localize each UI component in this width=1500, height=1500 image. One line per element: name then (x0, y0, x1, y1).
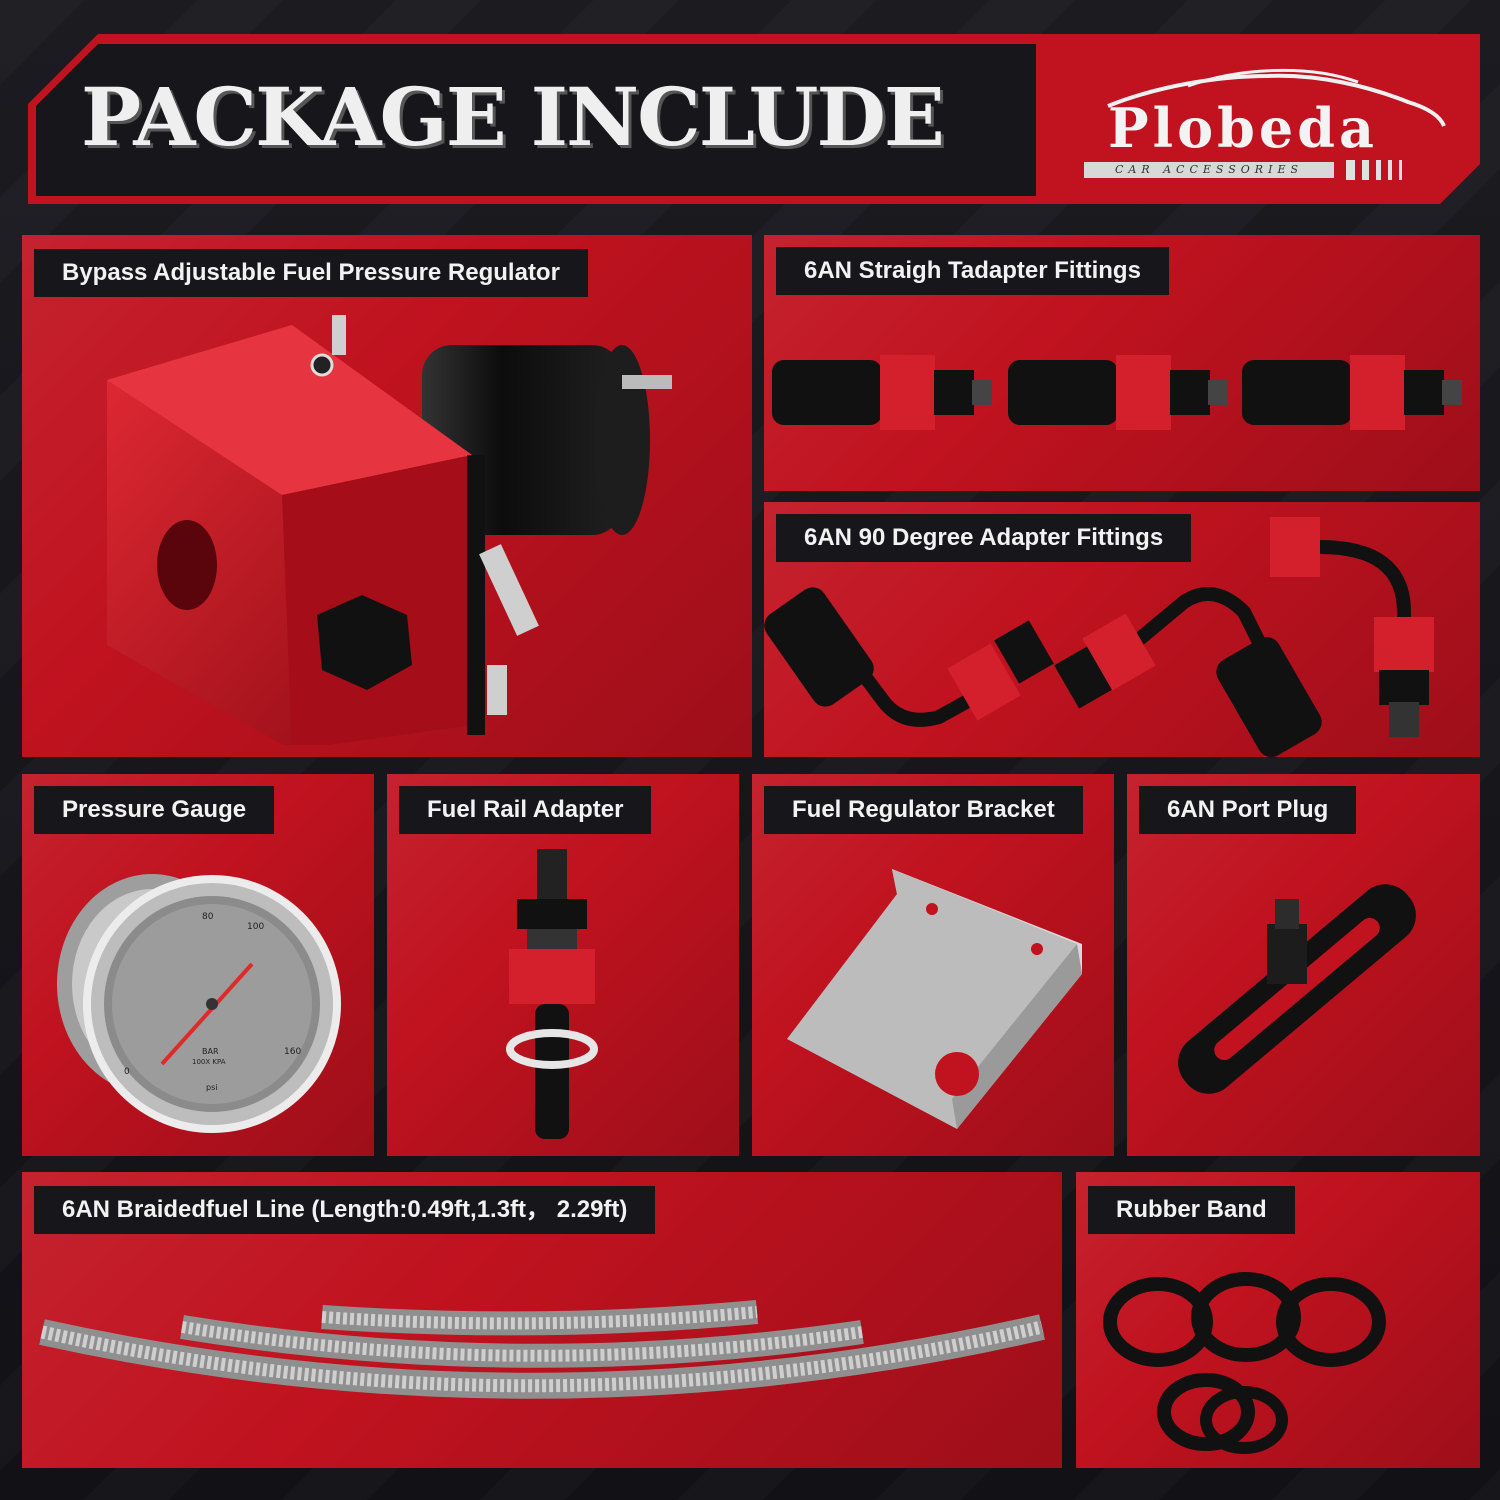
label-port-plug: 6AN Port Plug (1139, 786, 1357, 834)
panel-braided-fuel-line: 6AN Braidedfuel Line (Length:0.49ft,1.3f… (22, 1172, 1062, 1468)
gauge-tick-100: 100 (247, 922, 264, 932)
gauge-unit-kpa: 100X KPA (192, 1058, 226, 1066)
brand-name: Plobeda (1108, 96, 1378, 160)
label-regulator: Bypass Adjustable Fuel Pressure Regulato… (34, 249, 588, 297)
fuel-pressure-regulator-image (107, 315, 672, 745)
panel-rubber-band: Rubber Band (1076, 1172, 1480, 1468)
label-braided-fuel-line: 6AN Braidedfuel Line (Length:0.49ft,1.3f… (34, 1186, 656, 1234)
label-90-degree-fittings: 6AN 90 Degree Adapter Fittings (776, 514, 1192, 562)
straight-fittings-image (772, 355, 1462, 430)
label-pressure-gauge: Pressure Gauge (34, 786, 275, 834)
regulator-bracket-image (787, 869, 1082, 1129)
fuel-rail-adapter-image (506, 849, 598, 1139)
label-regulator-bracket: Fuel Regulator Bracket (764, 786, 1083, 834)
pressure-gauge-image: 0 80 100 160 BAR 100X KPA psi (57, 874, 341, 1133)
panel-90-degree-fittings: 6AN 90 Degree Adapter Fittings (764, 502, 1480, 757)
gauge-unit-psi: psi (206, 1083, 217, 1092)
panel-regulator-bracket: Fuel Regulator Bracket (752, 774, 1114, 1156)
car-silhouette-icon (1068, 46, 1468, 196)
header-title-plate: PACKAGE INCLUDE (36, 44, 1036, 196)
label-fuel-rail-adapter: Fuel Rail Adapter (399, 786, 652, 834)
brand-tagline: CAR ACCESSORIES (1084, 162, 1334, 178)
port-plug-image (1178, 884, 1416, 1094)
braided-fuel-line-image (39, 1300, 1045, 1399)
panel-port-plug: 6AN Port Plug (1127, 774, 1480, 1156)
header-banner: PACKAGE INCLUDE Plobeda CAR ACCESSORIES (28, 34, 1480, 204)
gauge-tick-0: 0 (124, 1067, 130, 1077)
label-straight-fittings: 6AN Straigh Tadapter Fittings (776, 247, 1169, 295)
brand-logo: Plobeda CAR ACCESSORIES (1068, 46, 1468, 196)
label-rubber-band: Rubber Band (1088, 1186, 1295, 1234)
panel-fuel-rail-adapter: Fuel Rail Adapter (387, 774, 739, 1156)
gauge-tick-80: 80 (202, 912, 214, 922)
rubber-bands-image (1103, 1272, 1386, 1454)
panel-pressure-gauge: Pressure Gauge 0 80 100 160 BAR 100X KPA… (22, 774, 374, 1156)
page-title: PACKAGE INCLUDE (81, 70, 943, 164)
panel-regulator: Bypass Adjustable Fuel Pressure Regulato… (22, 235, 752, 757)
brand-bars-icon (1344, 160, 1424, 182)
gauge-unit-bar: BAR (202, 1047, 219, 1056)
gauge-tick-160: 160 (284, 1047, 301, 1057)
panel-straight-fittings: 6AN Straigh Tadapter Fittings (764, 235, 1480, 491)
degree-90-fittings-image (764, 517, 1434, 757)
